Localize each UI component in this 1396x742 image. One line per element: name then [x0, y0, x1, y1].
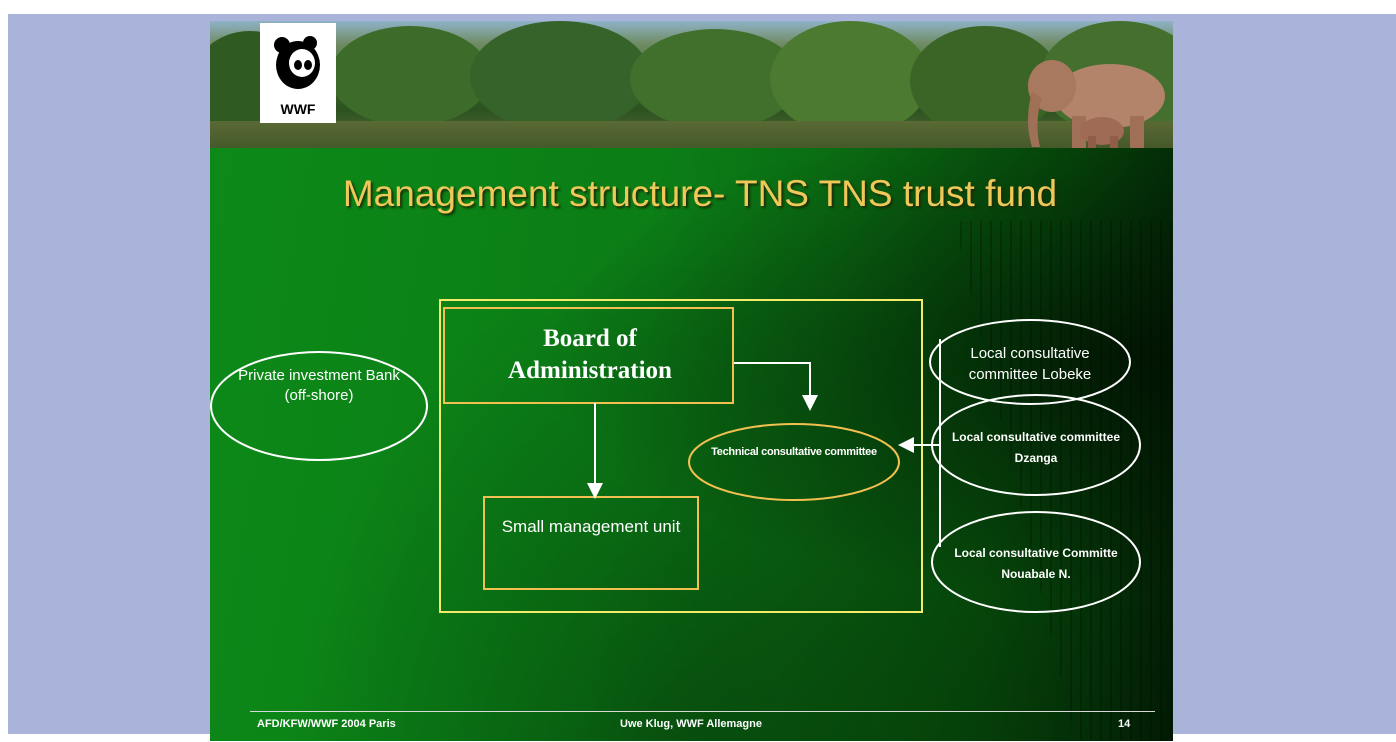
- local-nouabale-ellipse: [931, 511, 1141, 613]
- local-lobeke-ellipse: [929, 319, 1131, 405]
- footer-center: Uwe Klug, WWF Allemagne: [620, 718, 762, 730]
- private-bank-label: Private investment Bank (off-shore): [238, 367, 400, 404]
- private-bank-ellipse: [210, 351, 428, 461]
- page-number: 14: [1118, 718, 1131, 730]
- ground: [210, 121, 1173, 148]
- technical-ellipse: [688, 423, 900, 501]
- small-unit-label: Small management unit: [501, 517, 681, 536]
- footer-left: AFD/KFW/WWF 2004 Paris: [257, 718, 396, 730]
- trust-fund-frame: [439, 299, 923, 613]
- tree-shape: [770, 21, 930, 136]
- forest-banner: WWF: [210, 21, 1173, 148]
- technical-label: Technical consultative committee: [711, 446, 877, 458]
- elephant-image: [1028, 60, 1165, 148]
- panda-icon: [274, 36, 320, 89]
- small-unit-box: [483, 496, 699, 590]
- local-dzanga-label: Local consultative committee Dzanga: [951, 430, 1121, 465]
- org-diagram: [210, 299, 1141, 613]
- board-box: [443, 307, 734, 404]
- wwf-logo: WWF: [260, 23, 336, 123]
- tree-shape: [330, 26, 490, 126]
- slide-shade: [210, 148, 1173, 741]
- slide-title: Management structure- TNS TNS trust fund: [342, 173, 1058, 214]
- footer-divider: [250, 711, 1155, 712]
- board-label: Board of Administration: [508, 325, 672, 384]
- local-lobeke-label: Local consultative committee Lobeke: [968, 345, 1092, 383]
- logo-text: WWF: [280, 101, 316, 117]
- slide: WWF Management structure- TNS TNS trust …: [210, 21, 1173, 741]
- connector-board-technical: [734, 362, 818, 411]
- tree-shape: [470, 21, 650, 131]
- local-nouabale-label: Local consultative Committe Nouabale N.: [954, 546, 1118, 581]
